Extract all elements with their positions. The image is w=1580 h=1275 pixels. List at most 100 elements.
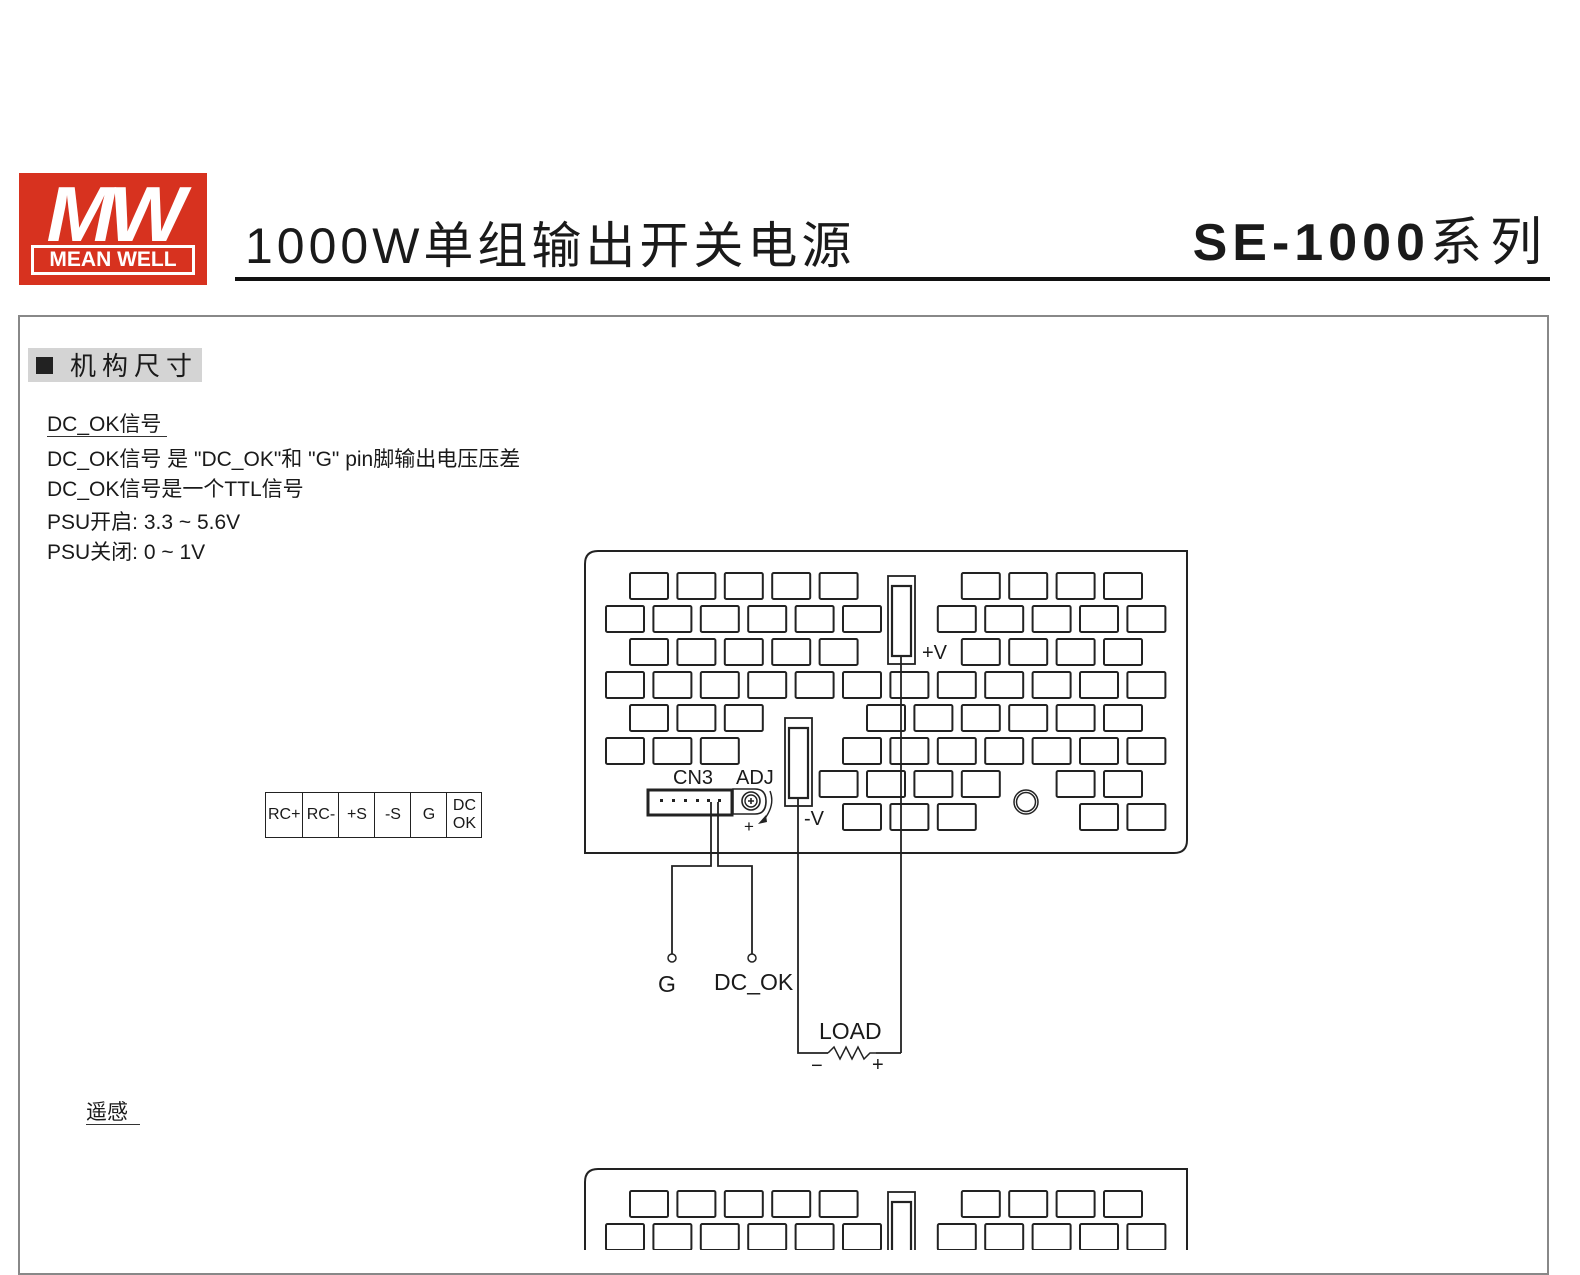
vent-slot: [960, 1190, 1001, 1218]
vent-slot: [1103, 770, 1143, 798]
cn3-pin-table: RC+ RC- +S -S G DC OK: [264, 792, 483, 838]
vent-slot: [889, 803, 930, 831]
vent-slot: [676, 1190, 717, 1218]
series-title: SE-1000系列: [1193, 212, 1550, 274]
vent-slot: [605, 737, 645, 765]
series-suffix: 系列: [1429, 214, 1550, 272]
vent-slot: [747, 605, 788, 633]
vent-slot: [629, 638, 669, 666]
vent-slot: [1079, 605, 1119, 633]
vent-slot: [1079, 1223, 1119, 1250]
vent-slot: [747, 671, 788, 699]
vent-slot: [605, 1223, 645, 1250]
vent-slot: [1055, 704, 1096, 732]
vent-slot: [723, 572, 764, 600]
pin-sense-plus: +S: [338, 792, 376, 838]
vent-slot: [1008, 638, 1049, 666]
vent-slot: [1103, 572, 1143, 600]
vent-slot: [652, 605, 693, 633]
mean-well-logo: MW MEAN WELL: [19, 173, 207, 285]
vent-slot: [699, 671, 740, 699]
vent-slot: [723, 704, 764, 732]
header-rule: [235, 277, 1550, 281]
vent-slot: [676, 638, 717, 666]
dc-ok-heading: DC_OK信号: [47, 412, 168, 438]
vent-slot: [1103, 1190, 1143, 1218]
vent-slot: [1055, 638, 1096, 666]
vent-slot: [1031, 605, 1072, 633]
vent-slot: [629, 572, 669, 600]
psu-front-panel-remote-sense: [584, 1168, 1188, 1250]
vent-slot: [652, 1223, 693, 1250]
dc-ok-line-1: DC_OK信号 是 "DC_OK"和 "G" pin脚输出电压压差: [47, 448, 521, 471]
minus-v-label: -V: [804, 808, 824, 830]
pin-rc-plus: RC+: [264, 792, 304, 838]
series-model: SE-1000: [1192, 214, 1430, 272]
vent-slot: [842, 1223, 882, 1250]
vent-slot: [747, 1223, 788, 1250]
load-plus-label: +: [872, 1054, 884, 1076]
plus-v-label: +V: [922, 642, 948, 664]
cn3-label: CN3: [673, 767, 714, 789]
vent-slot: [1055, 1190, 1096, 1218]
vent-slot: [1103, 638, 1143, 666]
psu-on-voltage: PSU开启: 3.3 ~ 5.6V: [47, 511, 241, 534]
vent-slot: [818, 638, 859, 666]
vent-slot: [936, 605, 977, 633]
vent-slot: [818, 770, 859, 798]
vent-slot: [842, 605, 882, 633]
vent-slot: [960, 638, 1001, 666]
g-terminal-dot: [667, 953, 677, 963]
vent-slot: [842, 803, 882, 831]
vent-slot: [936, 803, 977, 831]
vent-slot: [866, 770, 906, 798]
vent-slot: [984, 605, 1025, 633]
vent-slot: [913, 770, 954, 798]
vent-slot: [1079, 671, 1119, 699]
vent-slot: [1126, 803, 1167, 831]
vent-slot: [1031, 1223, 1072, 1250]
vent-slot: [936, 1223, 977, 1250]
vent-slot: [652, 737, 693, 765]
vent-slot: [1126, 737, 1167, 765]
vent-slot: [699, 1223, 740, 1250]
vent-slot: [960, 770, 1001, 798]
vent-slot: [936, 737, 977, 765]
vent-slot: [842, 671, 882, 699]
section-heading-label: 机构尺寸: [70, 351, 199, 381]
vent-slot: [889, 671, 930, 699]
adj-direction-label: +: [744, 817, 754, 836]
vent-slot: [723, 638, 764, 666]
vent-slot: [771, 638, 812, 666]
vent-slot: [818, 1190, 859, 1218]
vent-slot: [984, 1223, 1025, 1250]
adj-label: ADJ: [736, 767, 774, 789]
load-label: LOAD: [819, 1018, 882, 1044]
g-terminal-label: G: [658, 971, 676, 997]
vent-slot: [699, 605, 740, 633]
pin-ground: G: [410, 792, 448, 838]
vent-slot: [936, 671, 977, 699]
vent-slot: [1079, 803, 1119, 831]
cn3-connector: [646, 788, 734, 817]
vent-slot: [913, 704, 954, 732]
logo-mark: MW: [46, 170, 186, 258]
vent-slot: [1008, 704, 1049, 732]
vent-slot: [984, 737, 1025, 765]
vent-slot: [629, 704, 669, 732]
vent-slot: [605, 671, 645, 699]
vent-slot: [1031, 737, 1072, 765]
vent-slot: [1031, 671, 1072, 699]
vent-slot: [676, 572, 717, 600]
vent-slot: [842, 737, 882, 765]
pin-sense-minus: -S: [374, 792, 412, 838]
vent-slot: [889, 737, 930, 765]
psu-off-voltage: PSU关闭: 0 ~ 1V: [47, 541, 206, 564]
logo-brand-text: MEAN WELL: [49, 248, 177, 271]
vent-slot: [960, 704, 1001, 732]
vent-slot: [1008, 572, 1049, 600]
vent-slot: [676, 704, 717, 732]
vent-slot: [1126, 1223, 1167, 1250]
dc-ok-line-2: DC_OK信号是一个TTL信号: [47, 478, 304, 501]
vent-slot: [1055, 770, 1096, 798]
